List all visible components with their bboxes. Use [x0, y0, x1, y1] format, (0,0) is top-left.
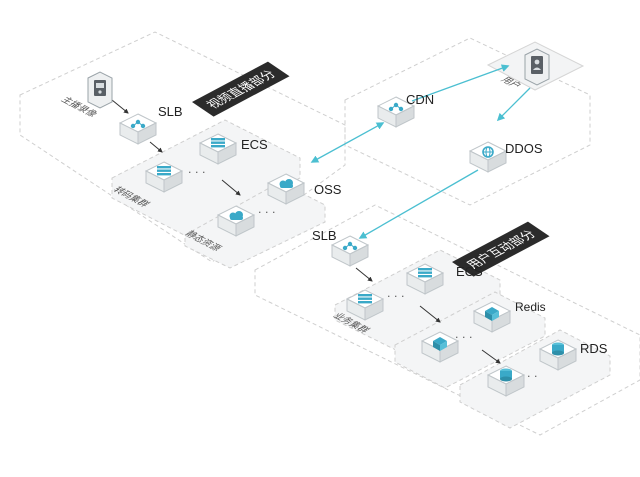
- redis-node: [473, 301, 511, 333]
- rds-node: [539, 339, 577, 371]
- rds-label: RDS: [580, 341, 608, 356]
- static-node: [217, 205, 255, 237]
- ddos-label: DDOS: [505, 141, 543, 156]
- connector-business-cache: [419, 305, 441, 323]
- user-avatar-icon: [531, 56, 543, 74]
- cloud-storage-icon: [229, 211, 243, 220]
- slb-top-node: [119, 113, 157, 145]
- user-node: [524, 48, 550, 86]
- connector-slb-transcode: [149, 141, 163, 153]
- database-cube-icon: [433, 337, 447, 351]
- ellipsis-transcode: . . .: [188, 163, 205, 176]
- slb-bottom-node: [331, 235, 369, 267]
- share-network-icon: [130, 119, 146, 129]
- ecs-top-node: [199, 133, 237, 165]
- cache-node: [421, 331, 459, 363]
- cdn-node: [377, 96, 415, 128]
- connector-anchor-slb: [111, 99, 129, 114]
- oss-node: [267, 173, 305, 205]
- cdn-label: CDN: [406, 92, 435, 107]
- ddos-node: [469, 141, 507, 173]
- ecs-bottom-label: ECS: [456, 264, 483, 279]
- connector-ddos-slb: [358, 169, 479, 239]
- anchor-node: [87, 71, 113, 109]
- connector-user-ddos: [496, 87, 531, 122]
- slb-bottom-label: SLB: [312, 228, 337, 243]
- ecs-bottom-node: [406, 263, 444, 295]
- server-list-icon: [418, 268, 432, 278]
- connector-cache-db: [481, 349, 501, 364]
- globe-shield-icon: [482, 146, 494, 158]
- zone-transcode: [111, 119, 301, 239]
- connector-cdn-user: [411, 64, 510, 102]
- server-list-icon: [157, 166, 171, 176]
- server-list-icon: [358, 294, 372, 304]
- connector-slb-business: [355, 267, 373, 282]
- connector-cdn-oss: [310, 122, 385, 163]
- oss-label: OSS: [314, 182, 342, 197]
- ellipsis-cache: . . .: [455, 328, 472, 341]
- zone-interaction: [254, 204, 640, 436]
- server-list-icon: [211, 138, 225, 148]
- slb-top-label: SLB: [158, 104, 183, 119]
- connector-transcode-static: [221, 179, 241, 196]
- cloud-storage-icon: [279, 179, 293, 188]
- share-network-icon: [342, 241, 358, 251]
- camera-device-icon: [94, 80, 106, 96]
- ellipsis-business: . . .: [387, 287, 404, 300]
- zone-live: [19, 31, 346, 263]
- redis-label: Redis: [515, 300, 546, 314]
- business-node: [346, 289, 384, 321]
- ellipsis-static: . . .: [258, 203, 275, 216]
- transcode-node: [145, 161, 183, 193]
- db-node: [487, 365, 525, 397]
- database-cylinder-icon: [500, 368, 512, 382]
- database-cube-icon: [485, 307, 499, 321]
- database-cylinder-icon: [552, 342, 564, 356]
- ecs-top-label: ECS: [241, 137, 268, 152]
- share-network-icon: [388, 102, 404, 112]
